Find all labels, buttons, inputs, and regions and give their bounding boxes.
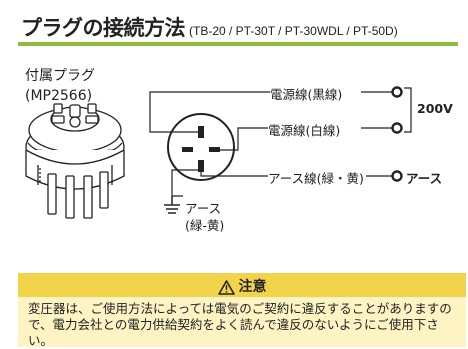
wire-lines (149, 87, 412, 197)
plug-label-name: 付属プラグ (25, 68, 95, 84)
plug-label-model: (MP2566) (25, 88, 93, 104)
caution-header: 注意 (18, 273, 466, 298)
voltage-label: 200V (417, 101, 453, 116)
earth-wire-label: アース線(緑・黄) (268, 171, 364, 186)
caution-text: 変圧器は、ご使用方法によっては電気のご契約に違反することがありますので、電力会社… (28, 301, 452, 348)
caution-heading: 注意 (238, 279, 267, 295)
wire-label-white: 電源線(白線) (268, 123, 341, 138)
ground-label-name: アース (185, 201, 222, 216)
title-text: プラグの接続方法 (21, 16, 186, 40)
caution-body: 変圧器は、ご使用方法によっては電気のご契約に違反することがありますので、電力会社… (18, 297, 466, 348)
model-list: (TB-20 / PT-30T / PT-30WDL / PT-50D) (189, 24, 398, 38)
ground-symbol (164, 196, 180, 214)
wiring-diagram (25, 86, 412, 219)
plug-illustration (25, 103, 125, 219)
wire-label-black: 電源線(黒線) (270, 87, 343, 102)
plug-face (167, 113, 235, 181)
page-title: プラグの接続方法(TB-20 / PT-30T / PT-30WDL / PT-… (21, 12, 398, 42)
warning-icon (217, 279, 235, 295)
title-rule (18, 42, 458, 46)
terminal-circles (391, 86, 403, 182)
ground-label-color: (緑-黄) (185, 218, 225, 233)
plug-label: 付属プラグ (MP2566) (25, 66, 95, 106)
earth-terminal-label: アース (406, 171, 443, 186)
